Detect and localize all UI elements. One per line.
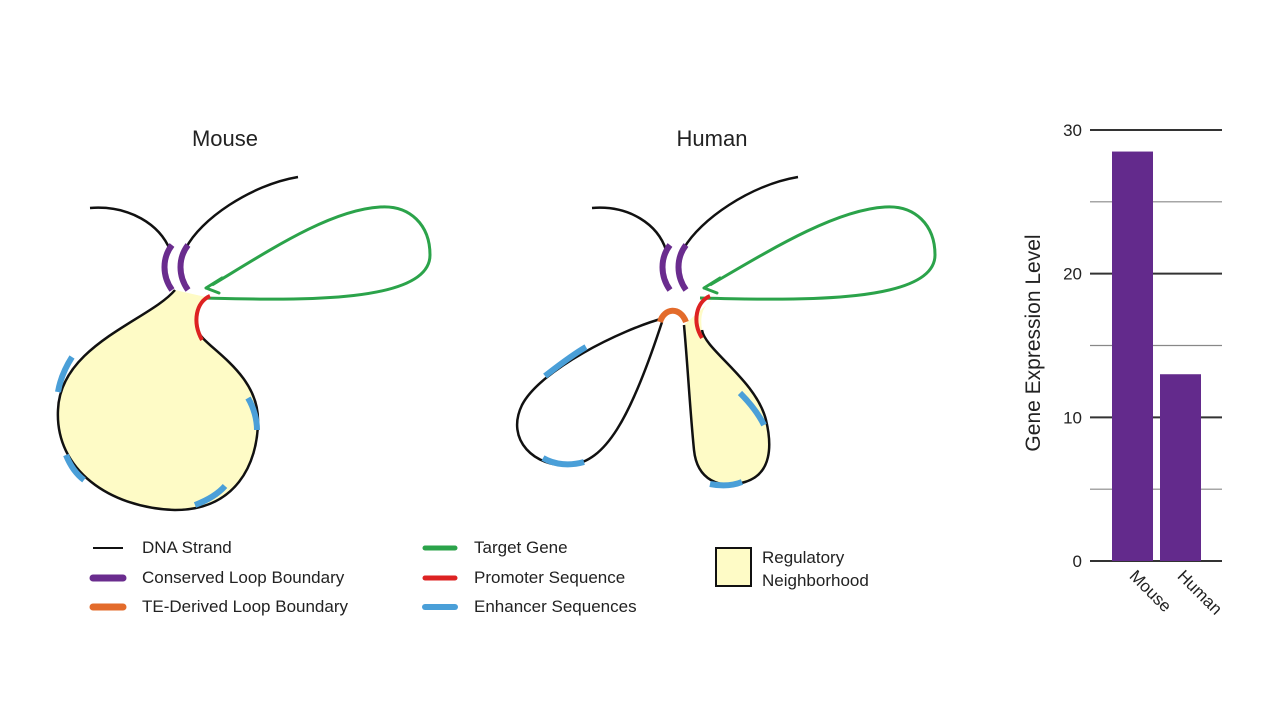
y-axis-label: Gene Expression Level <box>1022 234 1045 451</box>
human-dna-strand-right <box>682 175 799 249</box>
legend-item-dna-strand: DNA Strand <box>93 538 232 557</box>
human-enhancer-1 <box>543 344 588 379</box>
mouse-dna-loop <box>56 289 260 512</box>
legend-label: Conserved Loop Boundary <box>142 568 345 587</box>
y-tick-label: 30 <box>1063 121 1082 140</box>
mouse-promoter <box>194 294 211 341</box>
y-tick-label: 0 <box>1073 552 1082 571</box>
human-title: Human <box>677 126 748 151</box>
human-promoter <box>694 294 711 340</box>
legend-item-promoter: Promoter Sequence <box>422 568 625 587</box>
legend-label: TE-Derived Loop Boundary <box>142 597 349 616</box>
mouse-conserved-boundary-left <box>161 243 175 292</box>
human-dna-strand-left <box>591 206 668 251</box>
human-dna-loop-neighborhood <box>682 324 771 486</box>
legend-item-te-boundary: TE-Derived Loop Boundary <box>89 597 349 616</box>
mouse-regulatory-neighborhood <box>57 290 258 510</box>
human-regulatory-neighborhood <box>684 300 770 485</box>
chart-gridlines <box>1090 129 1222 562</box>
x-tick-label: Human <box>1174 566 1226 618</box>
mouse-conserved-boundary-right <box>177 243 191 292</box>
human-conserved-boundary-left <box>659 243 673 292</box>
legend-item-conserved-boundary: Conserved Loop Boundary <box>89 568 345 587</box>
bar-human <box>1160 374 1201 561</box>
human-enhancer-2 <box>541 455 585 468</box>
mouse-title: Mouse <box>192 126 258 151</box>
legend-label-line1: Regulatory <box>762 548 845 567</box>
bar-mouse <box>1112 151 1153 562</box>
human-panel: Human <box>515 126 937 489</box>
mouse-enhancer-3 <box>193 483 228 508</box>
human-dna-loop-left <box>515 316 665 467</box>
mouse-panel: Mouse <box>55 126 432 512</box>
human-enhancer-4 <box>709 479 744 489</box>
y-tick-label: 10 <box>1063 408 1082 427</box>
mouse-enhancer-4 <box>245 396 260 431</box>
mouse-target-gene-arrowhead <box>204 276 224 295</box>
human-conserved-boundary-right <box>675 243 689 292</box>
legend-item-regulatory-neighborhood: Regulatory Neighborhood <box>715 547 869 590</box>
human-target-gene-arrowhead <box>702 276 722 295</box>
legend: DNA Strand Conserved Loop Boundary TE-De… <box>89 538 869 616</box>
human-target-gene <box>699 205 937 301</box>
chart-y-ticks: 0 10 20 30 <box>1063 121 1082 571</box>
chart-bars <box>1112 151 1201 562</box>
legend-label: Promoter Sequence <box>474 568 625 587</box>
mouse-target-gene <box>204 205 432 301</box>
human-te-derived-boundary <box>657 307 689 324</box>
mouse-dna-strand-right <box>184 175 299 249</box>
human-enhancer-3 <box>737 390 767 427</box>
legend-swatch-box <box>715 547 752 587</box>
legend-item-enhancer: Enhancer Sequences <box>422 597 637 616</box>
legend-label-line2: Neighborhood <box>762 571 869 590</box>
legend-item-target-gene: Target Gene <box>422 538 568 557</box>
legend-label: Target Gene <box>474 538 568 557</box>
x-tick-label: Mouse <box>1126 566 1176 616</box>
mouse-dna-strand-left <box>89 206 172 251</box>
mouse-enhancer-2 <box>63 453 86 483</box>
mouse-enhancer-1 <box>55 355 75 393</box>
y-tick-label: 20 <box>1063 265 1082 284</box>
legend-label: DNA Strand <box>142 538 232 557</box>
legend-label: Enhancer Sequences <box>474 597 637 616</box>
